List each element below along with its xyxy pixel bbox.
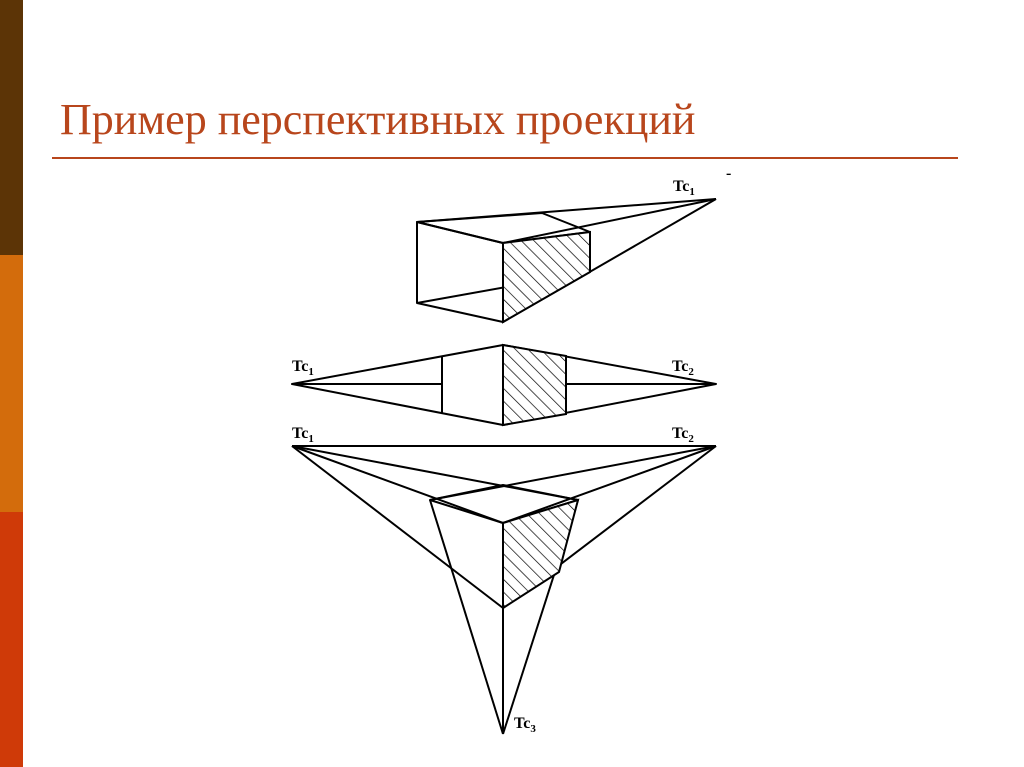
projector-line <box>502 445 717 524</box>
three-point-perspective-figure <box>291 445 717 735</box>
vanishing-point-label: Tc3 <box>514 715 536 735</box>
vanishing-point-label: Tc1 <box>292 358 314 378</box>
slide-title: Пример перспективных проекций <box>60 95 696 144</box>
receding-edge <box>502 198 717 244</box>
decorative-bar-gap <box>23 0 26 767</box>
decorative-bar-bottom <box>0 512 23 767</box>
title-underline <box>52 157 958 159</box>
stray-mark: - <box>726 165 731 182</box>
one-point-perspective-figure <box>416 198 717 324</box>
vanishing-point-label: Tc1 <box>292 425 314 445</box>
two-point-perspective-figure <box>291 343 717 427</box>
hatched-side-face <box>502 498 580 610</box>
box-outline <box>291 344 717 426</box>
hatched-side-face <box>502 230 591 324</box>
vanishing-point-label: Tc2 <box>672 425 694 445</box>
vanishing-point-label: Tc2 <box>672 358 694 378</box>
decorative-bar-middle <box>0 255 23 512</box>
decorative-bar-top <box>0 0 23 255</box>
vanishing-point-label: Tc1 <box>673 178 695 198</box>
box-front-face <box>416 221 504 323</box>
hatched-side-face <box>502 343 567 427</box>
projector-line <box>291 445 504 524</box>
projector-line <box>291 445 504 609</box>
projector-line <box>429 499 504 735</box>
